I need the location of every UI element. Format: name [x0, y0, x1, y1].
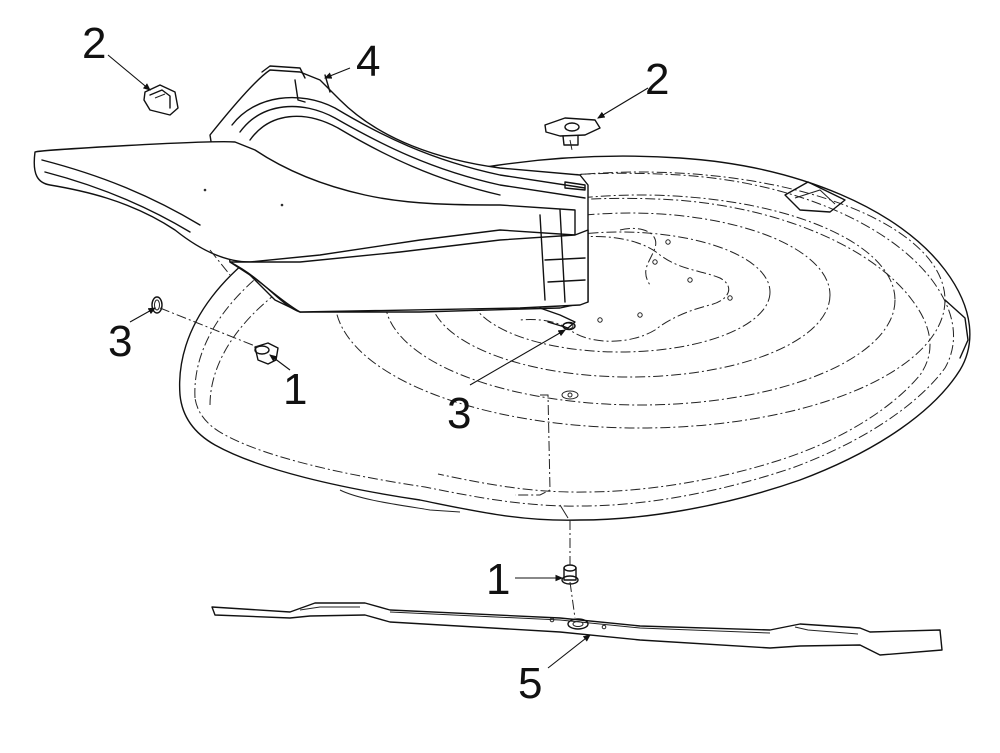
washer-center	[562, 321, 576, 331]
callout-2-right: 2	[645, 55, 669, 104]
callout-1-center: 1	[486, 555, 510, 604]
knob-right	[544, 117, 601, 146]
callout-1-left: 1	[283, 365, 307, 414]
callout-3-left: 3	[108, 317, 132, 366]
callout-4: 4	[356, 37, 380, 86]
washer-left	[151, 296, 163, 314]
callout-2-left: 2	[82, 19, 106, 68]
bolt-center	[561, 564, 579, 585]
assembly-center-lines	[159, 139, 576, 619]
mower-blade	[211, 602, 943, 656]
callout-3-center: 3	[447, 389, 471, 438]
callout-5: 5	[518, 659, 542, 708]
bolt-left	[254, 342, 279, 365]
discharge-chute	[33, 65, 589, 330]
leader-lines	[107, 54, 649, 669]
knob-left	[143, 84, 179, 116]
